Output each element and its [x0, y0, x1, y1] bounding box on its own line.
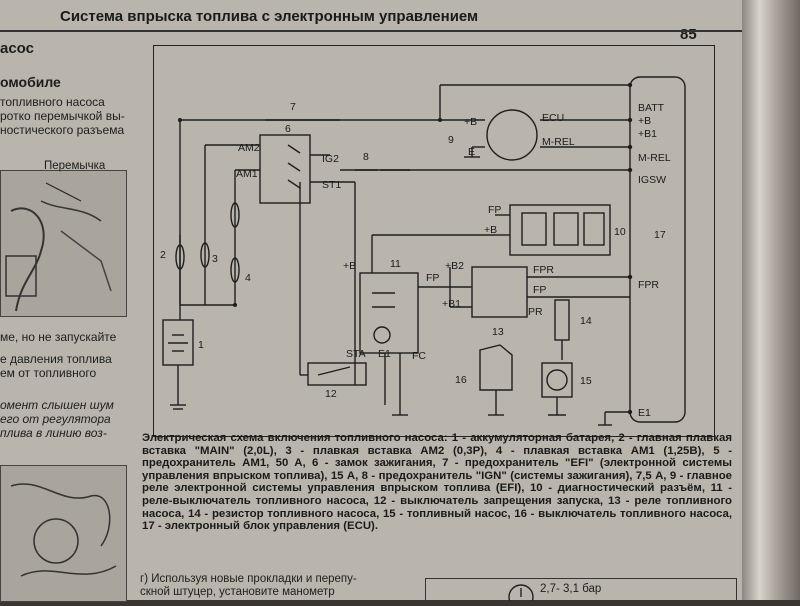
gauge-pressure-value: 2,7- 3,1 бар [540, 583, 602, 595]
diagram-frame [153, 45, 715, 437]
label-ig2: IG2 [322, 153, 339, 165]
label-7: 7 [290, 101, 296, 113]
label-14: 14 [580, 315, 592, 327]
bottom-text: г) Используя новые прокладки и перепу- с… [140, 573, 357, 599]
label-plus-b-ecu: +B [464, 116, 477, 128]
label-m-rel-r: M-REL [638, 152, 671, 164]
label-10: 10 [614, 226, 626, 238]
header-rule [0, 30, 742, 32]
label-11: 11 [390, 258, 401, 270]
left-heading-1: асос [0, 40, 34, 57]
label-e1-r: E1 [638, 407, 651, 419]
label-e1-11: E1 [378, 348, 391, 360]
label-e: E [468, 146, 475, 158]
page-header-title: Система впрыска топлива с электронным уп… [60, 8, 479, 25]
label-plus-b-11: +B [343, 260, 356, 272]
label-12: 12 [325, 388, 337, 400]
label-plus-b2: +B2 [445, 260, 464, 272]
label-8: 8 [363, 151, 369, 163]
label-igsw: IGSW [638, 174, 666, 186]
label-ecu: ECU [542, 112, 564, 124]
bottom-line-2: скной штуцер, установите манометр [140, 586, 335, 598]
label-fc: FC [412, 350, 426, 362]
left-line-3: ностического разъема [0, 123, 125, 137]
label-fp-11: FP [426, 272, 439, 284]
engine-illustration [10, 483, 117, 577]
label-3: 3 [212, 253, 218, 265]
label-plus-b-conn: +B [484, 224, 497, 236]
left-line-5: е давления топлива [0, 352, 112, 366]
left-line-7: омент слышен шум [0, 398, 114, 412]
label-fp-conn: FP [488, 204, 501, 216]
page-number: 85 [680, 26, 697, 43]
label-13: 13 [492, 326, 504, 338]
pressure-gauge-icon [508, 584, 534, 601]
label-pr: PR [528, 306, 543, 318]
label-9: 9 [448, 134, 454, 146]
figure-caption: Электрическая схема включения топливного… [142, 432, 732, 533]
label-sta: STA [346, 348, 366, 360]
gauge-inset-box [425, 578, 737, 601]
bottom-line-1: г) Используя новые прокладки и перепу- [140, 573, 357, 585]
label-1: 1 [198, 339, 204, 351]
label-2: 2 [160, 249, 166, 261]
label-fp-13: FP [533, 284, 546, 296]
left-line-4: ме, но не запускайте [0, 330, 117, 344]
left-label-jumper: Перемычка [44, 160, 106, 172]
label-16: 16 [455, 374, 467, 386]
left-line-1: топливного насоса [0, 95, 105, 109]
label-m-rel: M-REL [542, 136, 575, 148]
label-plus-b-r: +B [638, 115, 651, 127]
book-spine [742, 0, 800, 600]
label-st1: ST1 [322, 179, 341, 191]
left-photo-illustration-2 [0, 465, 127, 602]
label-15: 15 [580, 375, 592, 387]
label-6: 6 [285, 123, 291, 135]
left-photo-illustration [0, 170, 127, 317]
label-fpr-r: FPR [638, 279, 659, 291]
label-17: 17 [654, 229, 666, 241]
left-heading-2: омобиле [0, 74, 61, 90]
left-line-9: плива в линию воз- [0, 426, 107, 440]
label-am2: AM2 [238, 142, 260, 154]
label-plus-b1: +B1 [442, 298, 461, 310]
fuel-pump-wiring-diagram: 7 6 8 AM2 AM1 IG2 ST1 2 3 4 1 +B ECU 9 E… [160, 76, 686, 426]
left-line-2: ротко перемычкой вы- [0, 109, 125, 123]
label-plus-b1-r: +B1 [638, 128, 657, 140]
label-fpr-13: FPR [533, 264, 554, 276]
left-line-6: ем от топливного [0, 366, 97, 380]
jumper-illustration [5, 182, 112, 312]
label-4: 4 [245, 272, 251, 284]
label-am1: AM1 [236, 168, 258, 180]
label-batt: BATT [638, 102, 665, 114]
left-line-8: его от регулятора [0, 412, 111, 426]
